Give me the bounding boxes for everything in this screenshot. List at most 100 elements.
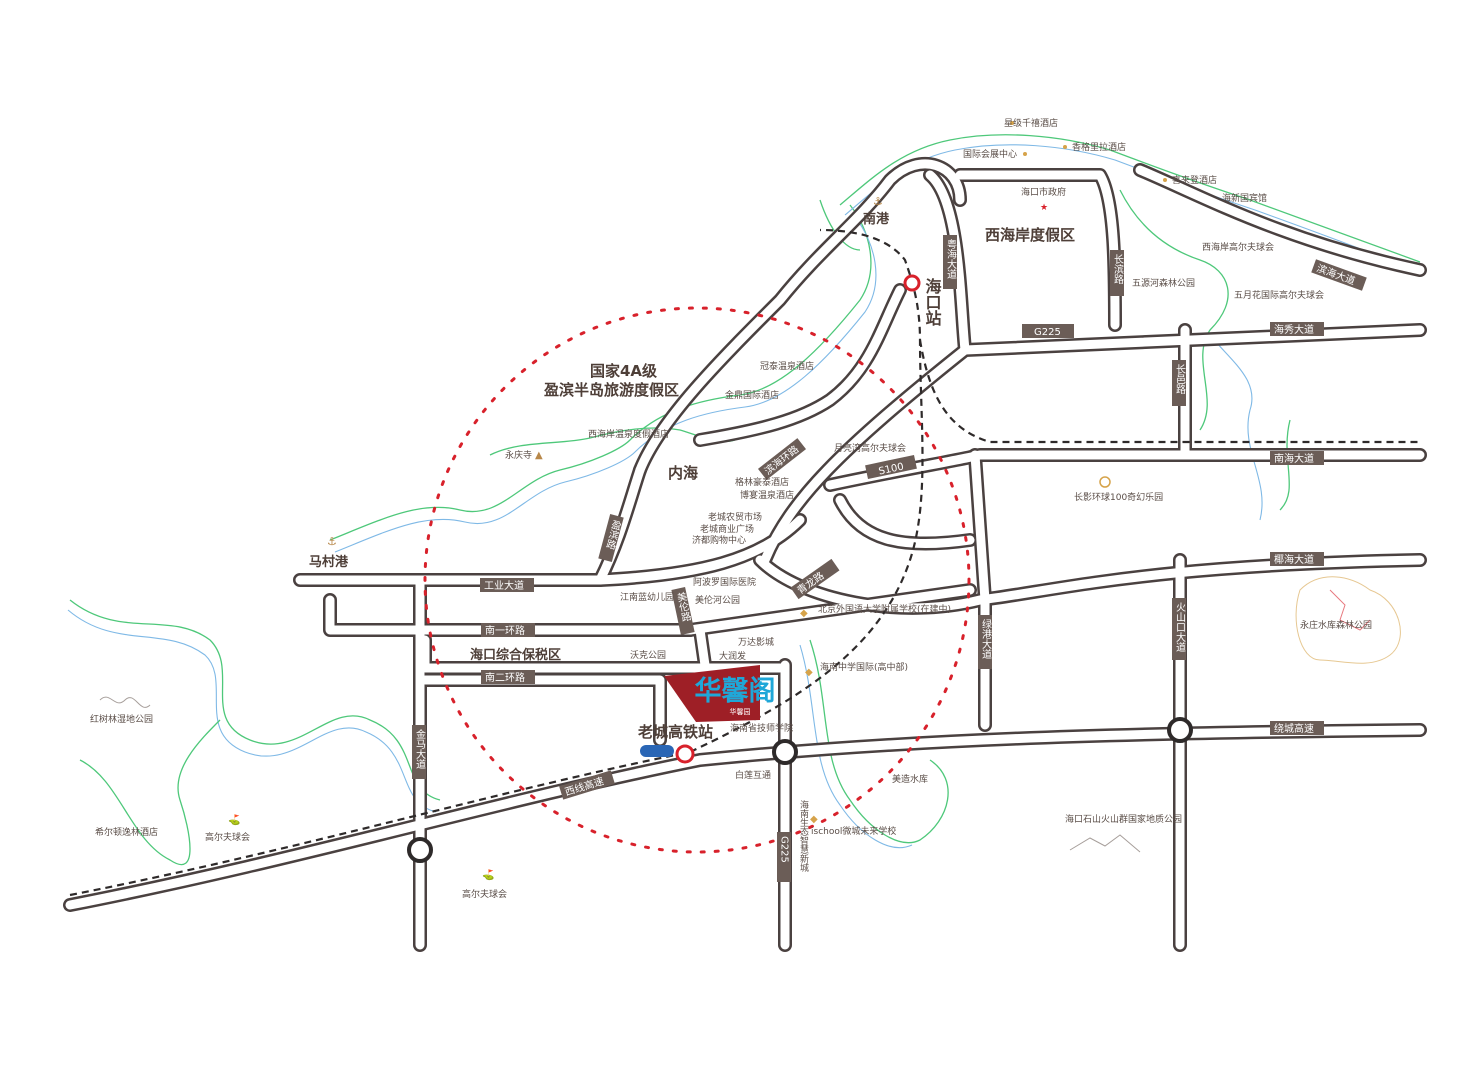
port-label: 马村港 xyxy=(309,554,349,570)
pois-jixin-label: 济都购物中心 xyxy=(692,534,746,546)
pois-yongqing-label: 永庆寺 xyxy=(505,449,532,461)
poi-gelin: 格林豪泰酒店 xyxy=(735,476,789,488)
pois-changying-label: 长影环球100奇幻乐园 xyxy=(1074,491,1163,503)
badge-yuehai: 粤海大道 xyxy=(943,235,957,289)
pois-hongshulin-label: 红树林湿地公园 xyxy=(90,713,153,725)
interchanges xyxy=(407,717,1193,863)
radius-ring xyxy=(423,306,971,854)
badge-yinghai: 椰海大道 xyxy=(1270,552,1324,566)
badge-changyi: 长邑路 xyxy=(1172,360,1186,406)
poi-xilai: 喜来登酒店 xyxy=(1163,174,1217,186)
poi-wanda: 万达影城 xyxy=(738,636,774,648)
pois-wokepark-label: 沃克公园 xyxy=(630,650,666,661)
anchor-icon: ⚓ xyxy=(327,535,337,548)
pois-meilunhe-label: 美伦河公园 xyxy=(695,594,740,606)
badge-nanhai: 南海大道 xyxy=(1270,451,1324,465)
pois-binguan-label: 海新国宾馆 xyxy=(1222,192,1267,204)
pois-dasheng-label: 大润发 xyxy=(719,650,746,662)
pois-meizao-label: 美造水库 xyxy=(892,773,928,785)
school-icon: ◆ xyxy=(800,608,808,619)
roads-jinma-label: 金马大道 xyxy=(414,728,426,769)
poi-yongqing: ▲永庆寺 xyxy=(505,449,543,461)
poi-xiangge: 香格里拉酒店 xyxy=(1063,141,1126,153)
roads-huoshankou-label: 火山口大道 xyxy=(1174,602,1186,652)
port-label: 南港 xyxy=(863,211,890,227)
pois-xilai-label: 喜来登酒店 xyxy=(1172,174,1217,186)
poi-laocheng-market: 老城农贸市场 xyxy=(708,511,762,523)
roads-yinghai-label: 椰海大道 xyxy=(1274,553,1314,566)
golf-icon: ⛳ xyxy=(228,813,240,826)
poi-zhongxue: ◆海南中学国际(高中部) xyxy=(805,661,908,678)
badge-g225-top: G225 xyxy=(1022,324,1074,338)
railway xyxy=(69,228,1420,897)
pois-guojihuizhan-label: 国际会展中心 xyxy=(963,148,1017,160)
badge-g225-bottom: G225 xyxy=(777,832,791,882)
pois-laocheng-market-label: 老城农贸市场 xyxy=(708,511,762,523)
pois-xihaiangolf-label: 西海岸高尔夫球会 xyxy=(1202,241,1274,253)
pois-wuyuan-label: 五源河森林公园 xyxy=(1132,277,1195,289)
badge-meilun: 美伦路 xyxy=(671,587,695,635)
project-site[interactable]: 华馨阁 华馨园 xyxy=(664,665,776,722)
hills xyxy=(99,576,1401,853)
pois-shengtai-label: 海南生态智慧新城 xyxy=(798,799,809,873)
roads-haixiu-label: 海秀大道 xyxy=(1274,323,1314,336)
badge-s100: S100 xyxy=(865,454,917,480)
baixi-interchange-label: 白莲互通 xyxy=(735,769,771,781)
poi-shizhengfu: ★海口市政府 xyxy=(1021,186,1066,213)
poi-technology: 海南省技师学院 xyxy=(730,722,793,734)
pois-xihaian-hotel-label: 西海岸温泉度假酒店 xyxy=(588,428,669,440)
station-label: 老城高铁站 xyxy=(637,723,713,741)
poi-layer: 星级千禧酒店 国际会展中心 香格里拉酒店 喜来登酒店 ★海口市政府 海新国宾馆 … xyxy=(90,117,1372,900)
poi-hongshulin: 红树林湿地公园 xyxy=(90,713,153,725)
pois-ahospital-label: 阿波罗国际医院 xyxy=(693,576,756,588)
station-laocheng[interactable]: 老城高铁站 xyxy=(637,723,713,764)
badge-jinma: 金马大道 xyxy=(412,725,426,779)
pois-xiangge-label: 香格里拉酒店 xyxy=(1072,141,1126,153)
poi-binguan: 海新国宾馆 xyxy=(1222,192,1267,204)
station-haikou[interactable]: 海口站 xyxy=(903,274,942,327)
pois-xingjue-label: 星级千禧酒店 xyxy=(1004,117,1058,129)
pois-hilton-label: 希尔顿逸林酒店 xyxy=(95,826,158,838)
poi-beiwai: ◆北京外国语大学附属学校(在建中) xyxy=(800,603,951,619)
roads-naner-label: 南二环路 xyxy=(485,671,525,684)
pois-yongzhuang-label: 永庄水库森林公园 xyxy=(1300,619,1372,631)
roads-gongye-label: 工业大道 xyxy=(484,579,524,592)
pois-wanda-label: 万达影城 xyxy=(738,636,774,648)
poi-meilunhe: 美伦河公园 xyxy=(695,594,740,606)
resort-title-2: 盈滨半岛旅游度假区 xyxy=(543,381,679,399)
roads-g225-top-label: G225 xyxy=(1034,327,1061,338)
poi-yuelianwan: 月亮湾高尔夫球会 xyxy=(834,442,906,454)
school-icon: ◆ xyxy=(805,667,813,678)
station-icon xyxy=(675,744,695,764)
poi-xihaiangolf: 西海岸高尔夫球会 xyxy=(1202,241,1274,253)
school-icon: ◆ xyxy=(810,814,818,825)
poi-wuyuan: 五源河森林公园 xyxy=(1132,277,1195,289)
poi-shengtai: 海南生态智慧新城 xyxy=(798,799,809,873)
bonded-zone-label: 海口综合保税区 xyxy=(470,647,561,663)
poi-jixin: 济都购物中心 xyxy=(692,534,746,546)
poi-meizao: 美造水库 xyxy=(892,773,928,785)
star-icon: ★ xyxy=(1040,203,1048,213)
poi-yongzhuang: 永庄水库森林公园 xyxy=(1300,619,1372,631)
roads-nanyi-label: 南一环路 xyxy=(485,624,525,637)
pois-guantai-label: 冠泰温泉酒店 xyxy=(760,360,814,372)
poi-golf1: ⛳高尔夫球会 xyxy=(205,813,250,843)
badge-huoshankou: 火山口大道 xyxy=(1172,598,1186,660)
xihaian-label: 西海岸度假区 xyxy=(985,226,1075,244)
pois-jinzhu-label: 金鼎国际酒店 xyxy=(725,389,779,401)
poi-changying: 长影环球100奇幻乐园 xyxy=(1074,476,1163,503)
roads-g225-bottom-label: G225 xyxy=(779,836,790,863)
badge-naner: 南二环路 xyxy=(481,670,535,684)
poi-guojihuizhan: 国际会展中心 xyxy=(963,148,1027,160)
poi-dasheng: 大润发 xyxy=(719,650,746,662)
roads-yuehai-label: 粤海大道 xyxy=(945,238,957,279)
badge-nanyi: 南一环路 xyxy=(481,623,535,637)
poi-jinzhu: 金鼎国际酒店 xyxy=(725,389,779,401)
poi-wuyuehua: 五月花国际高尔夫球会 xyxy=(1234,289,1324,301)
pois-kindergarten-label: 江南蓝幼儿园 xyxy=(620,591,674,603)
poi-hilton: 希尔顿逸林酒店 xyxy=(95,826,158,838)
roads-nanhai-label: 南海大道 xyxy=(1274,452,1314,465)
pois-boyan-label: 博宴温泉酒店 xyxy=(740,489,794,501)
pois-golf2-label: 高尔夫球会 xyxy=(462,888,507,900)
